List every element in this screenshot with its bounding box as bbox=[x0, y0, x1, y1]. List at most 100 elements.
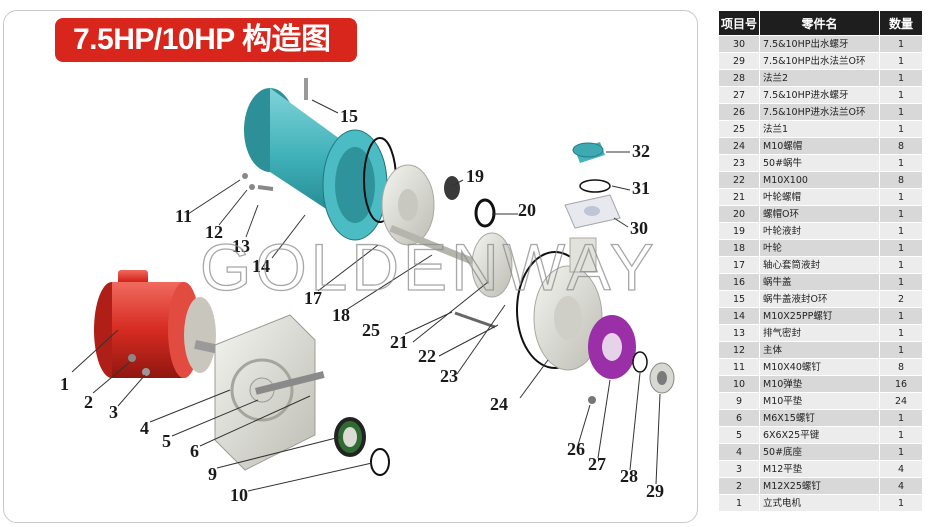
callout-13: 13 bbox=[232, 236, 250, 256]
cell-quantity: 16 bbox=[879, 375, 923, 393]
callout-28: 28 bbox=[620, 466, 638, 486]
cell-part-name: M10螺帽 bbox=[759, 137, 880, 155]
cell-quantity: 8 bbox=[879, 137, 923, 155]
cell-quantity: 1 bbox=[879, 52, 923, 70]
callout-2: 2 bbox=[84, 392, 93, 412]
cell-item-no: 2 bbox=[718, 477, 760, 495]
cell-part-name: M10X100 bbox=[759, 171, 880, 189]
cell-part-name: M10X25PP螺钉 bbox=[759, 307, 880, 325]
cell-part-name: 叶轮液封 bbox=[759, 222, 880, 240]
cell-quantity: 8 bbox=[879, 358, 923, 376]
callout-23: 23 bbox=[440, 366, 458, 386]
cell-item-no: 19 bbox=[718, 222, 760, 240]
cell-quantity: 2 bbox=[879, 290, 923, 308]
cell-part-name: 叶轮螺帽 bbox=[759, 188, 880, 206]
cell-item-no: 9 bbox=[718, 392, 760, 410]
cell-part-name: 排气密封 bbox=[759, 324, 880, 342]
callout-4: 4 bbox=[140, 418, 149, 438]
callout-1: 1 bbox=[60, 374, 69, 394]
callout-20: 20 bbox=[518, 200, 536, 220]
cell-part-name: 7.5&10HP出水螺牙 bbox=[759, 35, 880, 53]
cell-quantity: 1 bbox=[879, 69, 923, 87]
callout-30: 30 bbox=[630, 218, 648, 238]
cell-part-name: 主体 bbox=[759, 341, 880, 359]
cell-part-name: M10平垫 bbox=[759, 392, 880, 410]
cell-quantity: 1 bbox=[879, 324, 923, 342]
diagram-title: 7.5HP/10HP 构造图 bbox=[55, 18, 357, 62]
cell-part-name: 50#蜗牛 bbox=[759, 154, 880, 172]
motor-part bbox=[94, 270, 250, 378]
callout-27: 27 bbox=[588, 454, 606, 474]
cell-item-no: 22 bbox=[718, 171, 760, 189]
cell-item-no: 14 bbox=[718, 307, 760, 325]
callout-22: 22 bbox=[418, 346, 436, 366]
cell-part-name: 立式电机 bbox=[759, 494, 880, 512]
cell-item-no: 30 bbox=[718, 35, 760, 53]
cell-part-name: 蜗牛盖液封O环 bbox=[759, 290, 880, 308]
cell-item-no: 18 bbox=[718, 239, 760, 257]
callout-15: 15 bbox=[340, 106, 358, 126]
cell-quantity: 1 bbox=[879, 256, 923, 274]
cell-item-no: 10 bbox=[718, 375, 760, 393]
cell-item-no: 1 bbox=[718, 494, 760, 512]
cell-quantity: 1 bbox=[879, 103, 923, 121]
cell-part-name: 叶轮 bbox=[759, 239, 880, 257]
parts-table-header: 项目号 零件名 数量 bbox=[718, 10, 923, 36]
callout-18: 18 bbox=[332, 305, 350, 325]
cell-item-no: 13 bbox=[718, 324, 760, 342]
cell-part-name: 法兰2 bbox=[759, 69, 880, 87]
cell-part-name: 7.5&10HP出水法兰O环 bbox=[759, 52, 880, 70]
cell-part-name: M10X40螺钉 bbox=[759, 358, 880, 376]
callout-3: 3 bbox=[109, 402, 118, 422]
callout-9: 9 bbox=[208, 464, 217, 484]
callout-26: 26 bbox=[567, 439, 585, 459]
cell-quantity: 1 bbox=[879, 307, 923, 325]
callout-11: 11 bbox=[175, 206, 192, 226]
cell-item-no: 6 bbox=[718, 409, 760, 427]
cell-part-name: 螺帽O环 bbox=[759, 205, 880, 223]
header-quantity: 数量 bbox=[879, 10, 923, 36]
cell-part-name: 7.5&10HP进水法兰O环 bbox=[759, 103, 880, 121]
exploded-view-diagram: 1 2 3 4 5 6 9 10 11 12 13 14 15 17 18 19… bbox=[60, 78, 675, 505]
cell-quantity: 1 bbox=[879, 341, 923, 359]
callout-25: 25 bbox=[362, 320, 380, 340]
base-part bbox=[214, 314, 325, 471]
cell-item-no: 25 bbox=[718, 120, 760, 138]
cell-quantity: 1 bbox=[879, 273, 923, 291]
cell-quantity: 1 bbox=[879, 426, 923, 444]
cell-part-name: 50#底座 bbox=[759, 443, 880, 461]
volute-part bbox=[516, 237, 603, 371]
cell-quantity: 4 bbox=[879, 460, 923, 478]
cell-item-no: 20 bbox=[718, 205, 760, 223]
cell-item-no: 17 bbox=[718, 256, 760, 274]
leader-lines bbox=[71, 99, 661, 492]
cell-part-name: M12X25螺钉 bbox=[759, 477, 880, 495]
cell-item-no: 27 bbox=[718, 86, 760, 104]
callout-19: 19 bbox=[466, 166, 484, 186]
cell-part-name: M10弹垫 bbox=[759, 375, 880, 393]
callout-14: 14 bbox=[252, 256, 270, 276]
cell-part-name: 蜗牛盖 bbox=[759, 273, 880, 291]
cell-part-name: M12平垫 bbox=[759, 460, 880, 478]
callout-12: 12 bbox=[205, 222, 223, 242]
